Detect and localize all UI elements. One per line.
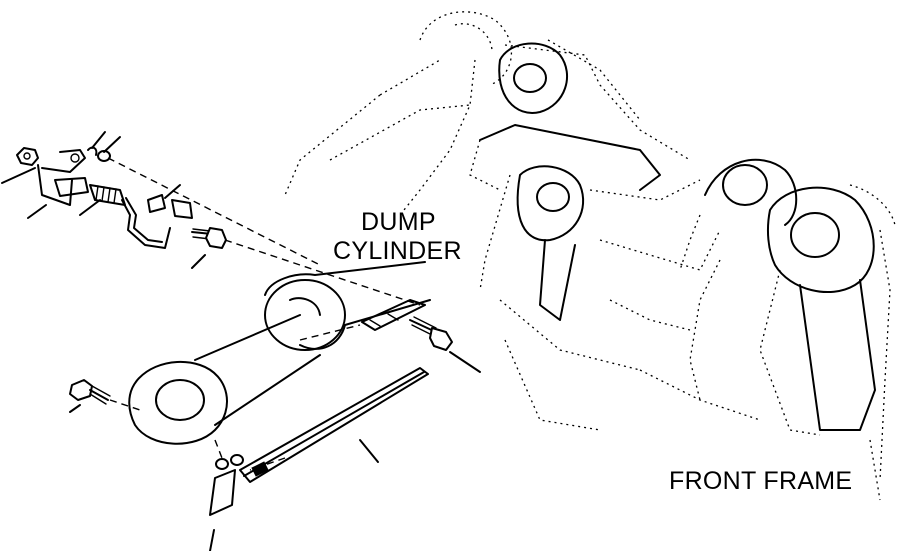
dump-cylinder-label-line-1: DUMP xyxy=(361,208,436,236)
front-frame-label: FRONT FRAME xyxy=(669,467,853,495)
actuator-parts-drawing xyxy=(69,316,481,551)
dump-cylinder-label-line-2: CYLINDER xyxy=(333,237,462,265)
dump-cylinder-drawing xyxy=(128,261,431,445)
switch-assembly-drawing xyxy=(1,131,421,306)
front-frame-drawing xyxy=(284,11,896,501)
